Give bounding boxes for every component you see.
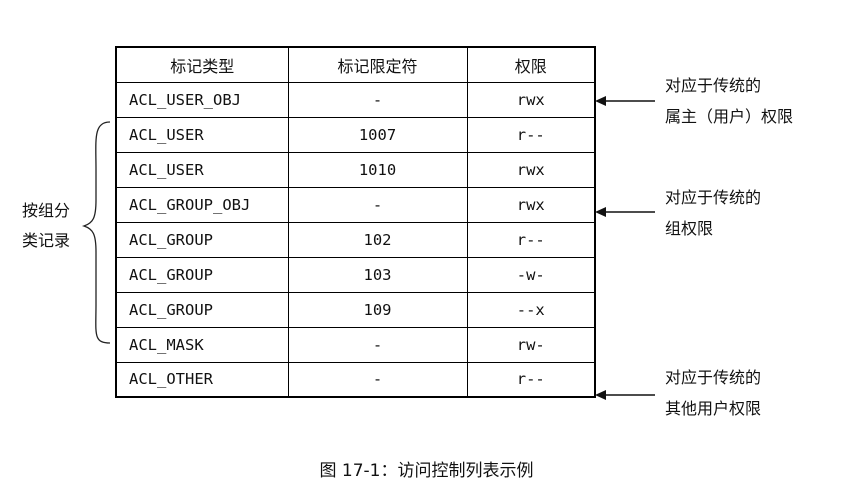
table-row: ACL_GROUP 102 r-- — [115, 221, 596, 258]
annotation-line2: 组权限 — [665, 219, 714, 238]
tag-cell: ACL_GROUP_OBJ — [115, 186, 289, 223]
tag-cell: ACL_GROUP — [115, 256, 289, 293]
tag-cell: ACL_USER — [115, 116, 289, 153]
acl-table: 标记类型 标记限定符 权限 ACL_USER_OBJ - rwx ACL_USE… — [115, 46, 596, 398]
annotation-line1: 对应于传统的 — [665, 76, 762, 95]
permission-cell: r-- — [466, 361, 596, 398]
figure-caption: 图 17-1：访问控制列表示例 — [319, 461, 534, 481]
table-row: ACL_USER 1010 rwx — [115, 151, 596, 188]
annotation-line1: 对应于传统的 — [665, 368, 762, 387]
permission-cell: --x — [466, 291, 596, 328]
annotation-other: 对应于传统的 其他用户权限 — [665, 362, 761, 424]
qualifier-cell: 1007 — [287, 116, 468, 153]
arrow-owner — [595, 96, 655, 106]
annotation-line2: 属主（用户）权限 — [665, 107, 794, 126]
annotation-line2: 其他用户权限 — [665, 399, 762, 418]
qualifier-cell: - — [287, 186, 468, 223]
arrow-group — [595, 207, 655, 217]
qualifier-cell: - — [287, 361, 468, 398]
table-header-row: 标记类型 标记限定符 权限 — [115, 46, 596, 83]
annotation-line1: 对应于传统的 — [665, 188, 762, 207]
table-row: ACL_OTHER - r-- — [115, 361, 596, 398]
annotation-owner: 对应于传统的 属主（用户）权限 — [665, 70, 793, 132]
tag-cell: ACL_GROUP — [115, 221, 289, 258]
header-permissions: 权限 — [466, 46, 596, 83]
tag-cell: ACL_OTHER — [115, 361, 289, 398]
tag-cell: ACL_GROUP — [115, 291, 289, 328]
permission-cell: rwx — [466, 81, 596, 118]
brace-label-line2: 类记录 — [22, 231, 71, 250]
tag-cell: ACL_USER_OBJ — [115, 81, 289, 118]
permission-cell: r-- — [466, 221, 596, 258]
brace-label: 按组分 类记录 — [22, 196, 70, 256]
curly-brace — [81, 121, 111, 344]
annotation-group: 对应于传统的 组权限 — [665, 182, 761, 244]
table-row: ACL_USER 1007 r-- — [115, 116, 596, 153]
permission-cell: rwx — [466, 151, 596, 188]
permission-cell: r-- — [466, 116, 596, 153]
tag-cell: ACL_USER — [115, 151, 289, 188]
table-row: ACL_USER_OBJ - rwx — [115, 81, 596, 118]
qualifier-cell: 1010 — [287, 151, 468, 188]
arrow-other — [595, 390, 655, 400]
brace-label-line1: 按组分 — [22, 201, 71, 220]
header-tag-qualifier: 标记限定符 — [287, 46, 468, 83]
